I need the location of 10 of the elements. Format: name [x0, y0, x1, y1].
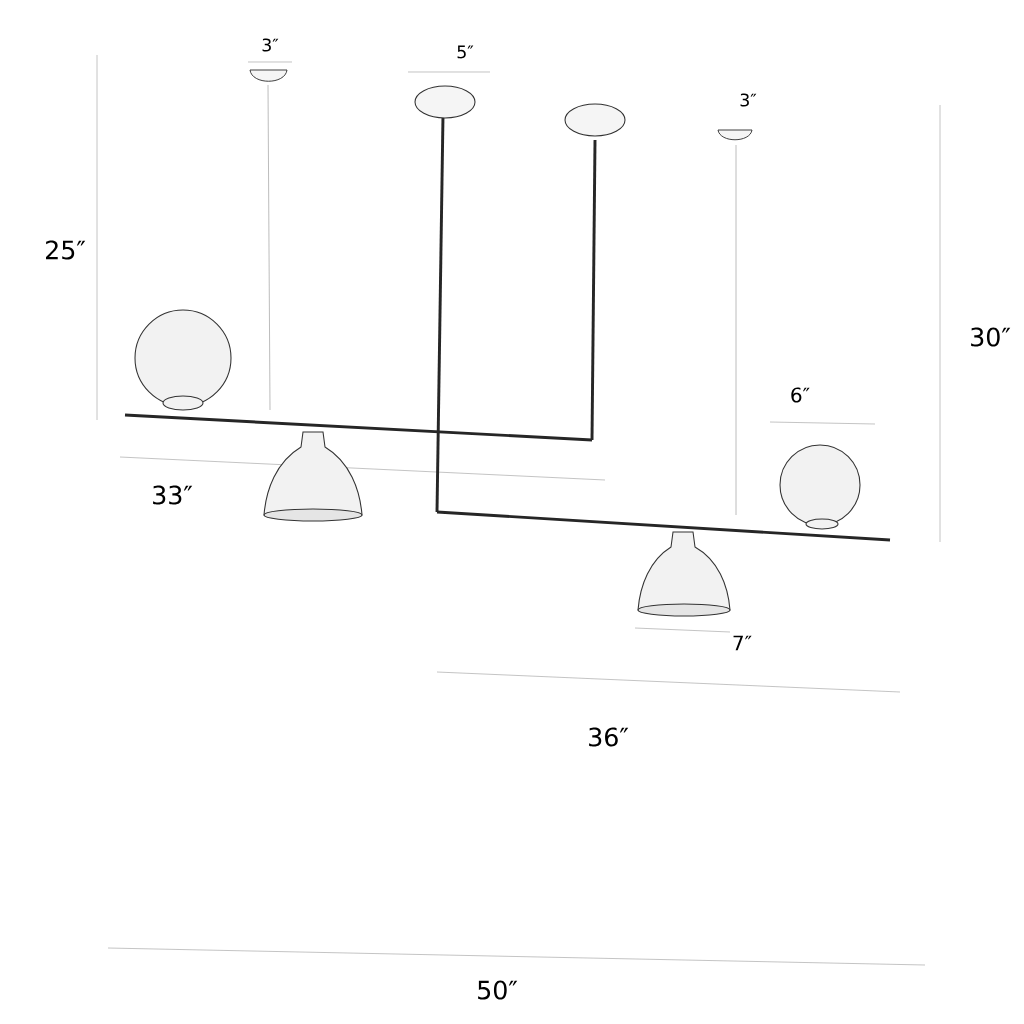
dimension-label: 36″ — [589, 727, 629, 747]
dimension-label: 33″ — [153, 485, 193, 505]
dimension-label: 3″ — [740, 93, 757, 107]
dimension-label: 6″ — [791, 387, 810, 403]
dimension-label: 3″ — [262, 38, 279, 52]
dimension-label: 7″ — [733, 635, 752, 651]
dimension-label: 25″ — [46, 240, 86, 260]
dimension-label: 30″ — [971, 327, 1011, 347]
dimension-label: 5″ — [457, 45, 474, 59]
dimension-label: 50″ — [478, 980, 518, 1000]
